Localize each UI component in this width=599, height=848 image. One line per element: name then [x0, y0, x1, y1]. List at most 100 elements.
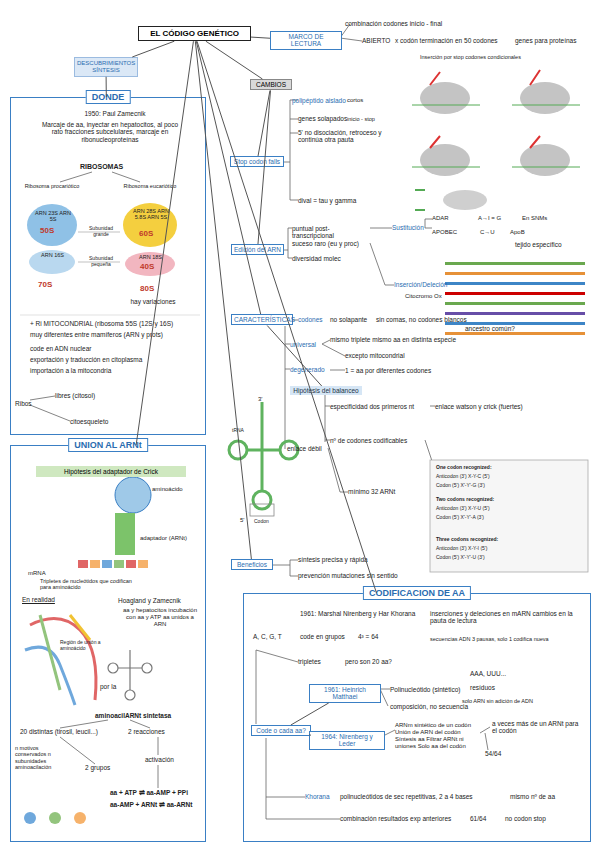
branch-line — [330, 370, 345, 371]
text-label: Codon (5') X'-Y'-U (3') — [436, 555, 586, 561]
trna-loop — [125, 690, 135, 700]
text-label: code en grupos — [300, 633, 355, 640]
text-label: Inserción por stop codones condicionales — [420, 54, 590, 60]
branch-line — [480, 727, 490, 733]
text-label: ARN 28S ARN 5.8S ARN 5S — [131, 208, 171, 221]
branch-line — [285, 326, 286, 449]
text-label: ARN 18S — [133, 254, 168, 260]
branch-line — [285, 369, 290, 370]
amino-acid-circle — [115, 477, 151, 513]
panel-heading: DONDE — [86, 90, 131, 104]
text-label: Sustitución — [392, 224, 432, 231]
text-label: resíduos — [470, 684, 520, 691]
text-label: Inserción/Deleción — [394, 281, 464, 288]
separator — [20, 315, 200, 316]
node-text: MARCO DE LECTURA — [273, 33, 339, 48]
text-label: activación — [145, 756, 195, 763]
connector — [106, 77, 107, 97]
branch-line — [60, 720, 108, 728]
node-text: Hipótesis del adaptador de Crick — [38, 468, 184, 475]
nucleotide — [126, 560, 136, 568]
branch-line — [370, 228, 392, 229]
text-label: 2 grupos — [85, 764, 125, 771]
topic-box: 1961: Heinrich Matthaei — [309, 684, 381, 703]
branch-line — [60, 172, 92, 182]
text-label: 60S — [139, 229, 164, 238]
connector — [136, 41, 193, 445]
text-label: n motivos conservados n subunidades amin… — [15, 745, 70, 770]
nucleotide — [78, 560, 88, 568]
text-label: Subunidad pequeña — [82, 256, 120, 268]
trna-loop — [108, 663, 118, 673]
text-label: En SNMs — [522, 215, 562, 222]
text-label: no codon stop — [505, 815, 575, 822]
topic-box: MARCO DE LECTURA — [270, 31, 342, 50]
branch-line — [158, 765, 159, 788]
node-text: DESCUBRIMIENTOS SÍNTESIS — [77, 60, 135, 74]
branch-line — [328, 448, 348, 492]
trna-arm — [246, 449, 280, 452]
connector — [267, 325, 322, 386]
ribosome-shape — [520, 144, 570, 176]
branch-line — [322, 344, 345, 356]
large-subunit — [123, 203, 177, 247]
text-label: aa + ATP ⇌ aa-AMP + PPi — [110, 789, 205, 796]
ribosome-shape — [420, 144, 470, 176]
text-label: Codon (5') X'-Y'-G (3') — [436, 483, 586, 489]
text-label: libres (citosol) — [55, 392, 115, 399]
enzyme-icons — [24, 812, 86, 824]
sequence-bar — [445, 292, 585, 295]
trna-stem — [118, 650, 142, 690]
text-label: Región de unión a aminoácido — [60, 640, 105, 652]
enzyme-icon — [74, 812, 86, 824]
text-label: 61/64 — [470, 815, 500, 822]
text-label: dival = tau y gamma — [298, 197, 388, 204]
large-subunit — [27, 204, 77, 246]
text-label: universal — [290, 341, 322, 348]
trna-cloverleaf — [229, 402, 298, 516]
connector — [206, 41, 263, 79]
ribosome-shape — [443, 190, 487, 210]
text-label: + Ri MITOCONDRIAL (ribosoma 55S (12S y 1… — [30, 320, 205, 327]
text-label: combinación codones inicio - final — [345, 20, 495, 27]
text-label: inicio - stop — [347, 116, 392, 122]
sequence-bar — [445, 262, 585, 265]
text-label: x codón terminación en 50 codones — [395, 37, 515, 44]
branch-line — [273, 560, 298, 565]
trna-small-cloverleaf — [108, 650, 152, 700]
topic-box: 1964: Nirenberg y Leder — [309, 731, 385, 750]
text-label: 1950: Paul Zamecnik — [60, 110, 170, 117]
text-label: Ribos — [15, 400, 40, 407]
text-label: hay variaciones — [118, 298, 188, 305]
text-label: Ribosoma procariótico — [22, 183, 82, 189]
text-label: APOBEC — [432, 229, 462, 236]
connector — [196, 41, 260, 314]
wobble-table — [430, 460, 588, 572]
branch-line — [266, 797, 340, 819]
text-label: mRNA — [28, 570, 58, 577]
mrna-line — [412, 105, 580, 167]
text-label: 20 distintas (tirosil, leucil...) — [20, 728, 110, 735]
ribosome-shape — [420, 82, 470, 114]
text-label: degenerado — [290, 366, 330, 373]
branch-line — [325, 392, 326, 442]
branch-line — [30, 396, 55, 400]
trna-3d — [25, 615, 96, 705]
node-text: EL CÓDIGO GENÉTICO — [141, 29, 248, 38]
branch-line — [266, 738, 305, 797]
text-label: Three codons recognized: — [436, 537, 576, 543]
panel-heading: CODIFICACION DE AA — [363, 586, 471, 600]
trna-strand — [70, 615, 90, 640]
text-label: Polinucleótido (sintético) — [390, 686, 470, 693]
text-label: Subunidad grande — [82, 226, 120, 238]
text-label: aminoácido — [152, 486, 202, 493]
topic-box: Hipótesis del adaptador de Crick — [36, 466, 186, 477]
topic-box: Edición del ARN — [231, 244, 284, 255]
branch-line — [290, 119, 298, 120]
node-text: Edición del ARN — [234, 246, 281, 253]
text-label: genes solapados — [298, 115, 348, 122]
text-label: 80S — [140, 284, 165, 293]
text-label: secuencias ADN 3 pausas, solo 1 codifica… — [430, 636, 585, 642]
translation-illustration — [412, 70, 580, 210]
